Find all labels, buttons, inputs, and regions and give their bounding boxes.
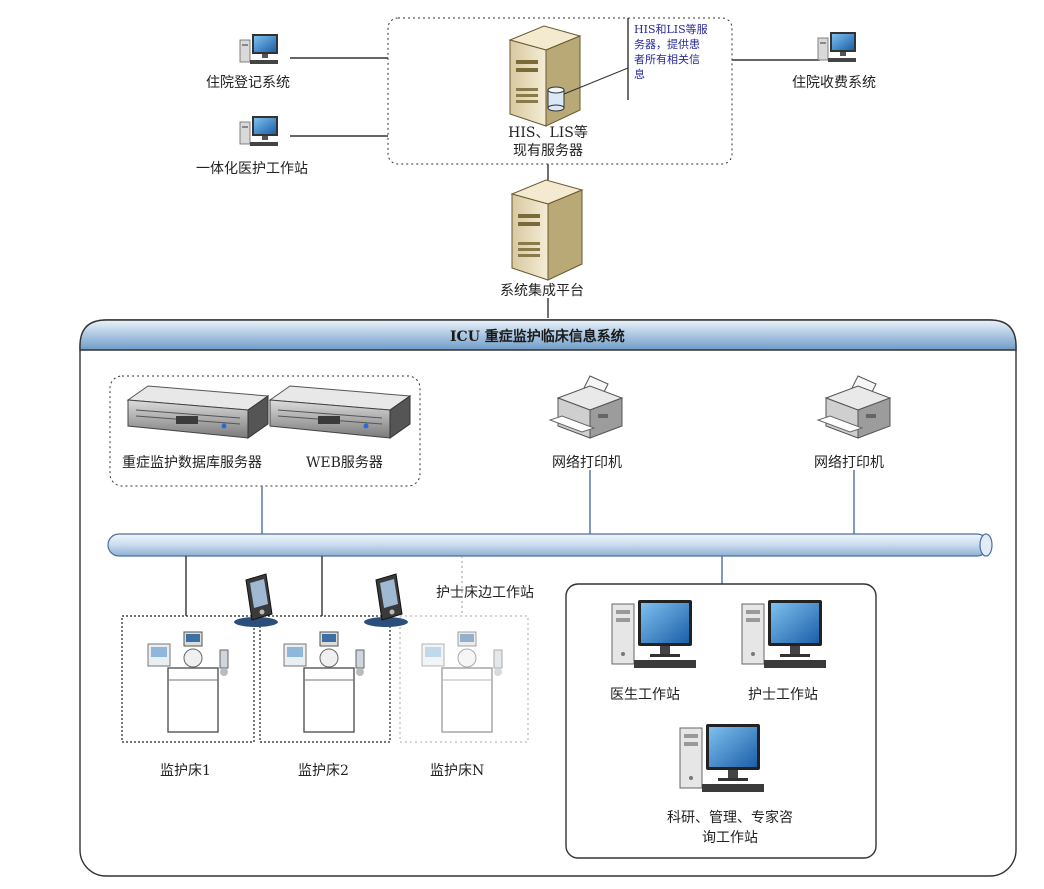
research-station-label-line: 科研、管理、专家咨 [667,810,793,826]
inpatient-registration-pc-icon [239,33,279,65]
printer-1-label: 网络打印机 [552,455,622,471]
integration-platform-label: 系统集成平台 [500,283,584,299]
his-group-box [387,17,733,165]
billing-system-label: 住院收费系统 [792,75,876,91]
bed-n-box [399,615,529,743]
bedside-station-label: 护士床边工作站 [436,585,534,601]
icu-banner [79,319,1017,351]
bed-2-label: 监护床2 [298,763,349,779]
callout-line [563,67,629,95]
bed-2-box [259,615,391,743]
research-station-label-line: 询工作站 [702,830,758,846]
database-icon [547,86,565,112]
bed-n-label: 监护床N [430,763,485,779]
research-station-label: 科研、管理、专家咨 询工作站 [640,808,820,848]
db-server-label: 重症监护数据库服务器 [122,455,262,471]
network-bus [107,533,993,557]
his-note-line: 者所有相关信 [634,53,700,66]
icu-title: ICU 重症监护临床信息系统 [450,329,625,345]
billing-pc-icon [817,31,857,63]
bed-1-box [121,615,255,743]
workstation-group-box [565,583,877,859]
nursing-station-pc-icon [239,115,279,147]
his-note-line: 息 [634,68,645,81]
web-server-label: WEB服务器 [306,455,383,471]
his-note: HIS和LIS等服 务器，提供患 者所有相关信 息 [634,22,724,82]
integrated-nursing-station-label: 一体化医护工作站 [196,161,308,177]
his-note-line: HIS和LIS等服 [634,23,708,36]
his-server-icon [509,25,581,127]
his-note-line: 务器，提供患 [634,38,700,51]
bed-1-label: 监护床1 [160,763,211,779]
doctor-station-label: 医生工作站 [610,687,680,703]
nurse-station-label: 护士工作站 [748,687,818,703]
printer-2-label: 网络打印机 [814,455,884,471]
his-server-label-line: 现有服务器 [513,143,583,159]
integration-platform-server-icon [511,179,583,281]
his-server-label: HIS、LIS等 现有服务器 [488,124,608,160]
inpatient-registration-label: 住院登记系统 [206,75,290,91]
his-server-label-line: HIS、LIS等 [508,125,588,141]
